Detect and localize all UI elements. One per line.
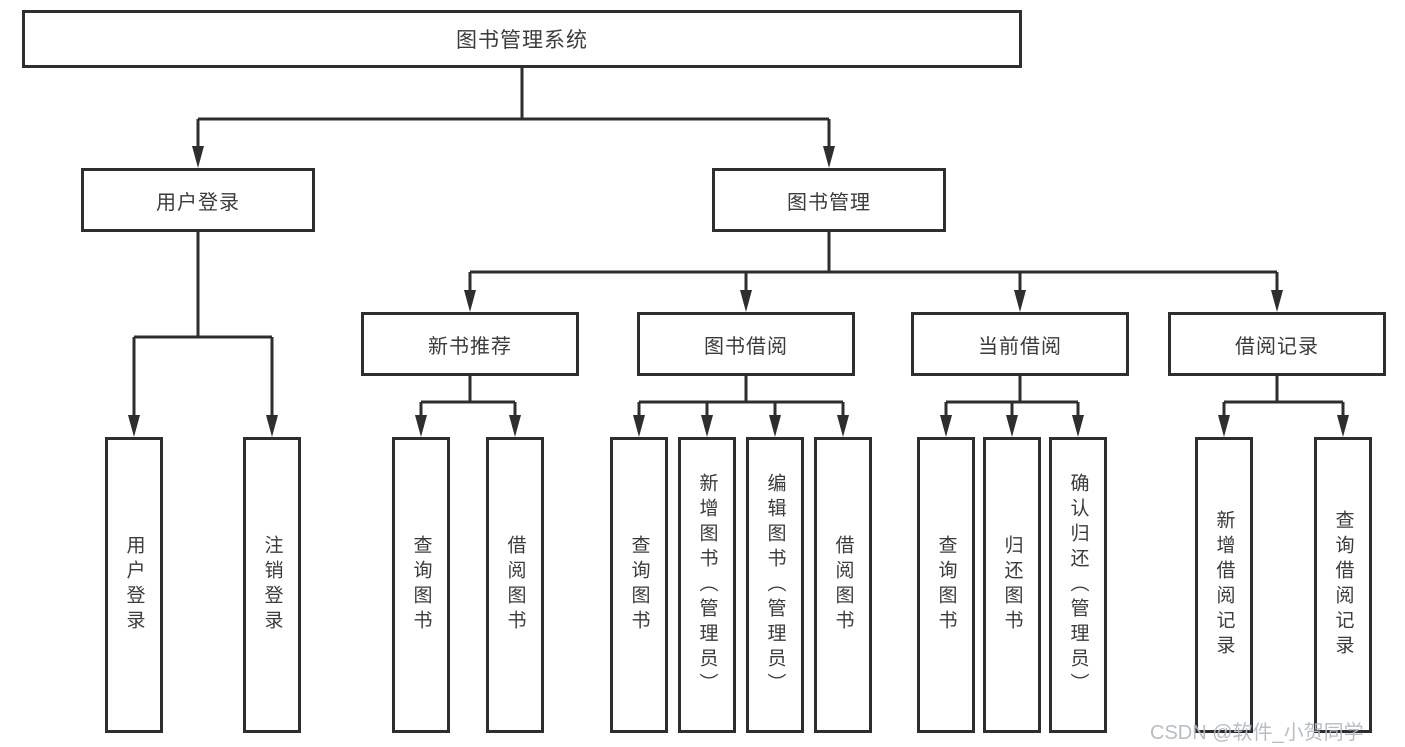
- node-book-management: 图书管理: [712, 168, 946, 232]
- node-current-borrowing: 当前借阅: [911, 312, 1129, 376]
- csdn-watermark: CSDN @软件_小贺同学: [1150, 722, 1364, 744]
- leaf-current-query-books: 查询图书: [917, 437, 975, 733]
- leaf-borrowing-edit-books-admin: 编辑图书（管理员）: [746, 437, 804, 733]
- leaf-logout: 注销登录: [243, 437, 301, 733]
- leaf-records-add-record: 新增借阅记录: [1195, 437, 1253, 733]
- leaf-user-login: 用户登录: [105, 437, 163, 733]
- leaf-records-query-record: 查询借阅记录: [1314, 437, 1372, 733]
- leaf-borrowing-borrow-books: 借阅图书: [814, 437, 872, 733]
- node-new-book-recommend: 新书推荐: [361, 312, 579, 376]
- leaf-recommend-query-books: 查询图书: [392, 437, 450, 733]
- leaf-borrowing-query-books: 查询图书: [610, 437, 668, 733]
- node-user-login: 用户登录: [81, 168, 315, 232]
- leaf-borrowing-add-books-admin: 新增图书（管理员）: [678, 437, 736, 733]
- leaf-recommend-borrow-books: 借阅图书: [486, 437, 544, 733]
- leaf-current-return-books: 归还图书: [983, 437, 1041, 733]
- node-book-borrowing: 图书借阅: [637, 312, 855, 376]
- node-root-system: 图书管理系统: [22, 10, 1022, 68]
- node-borrow-records: 借阅记录: [1168, 312, 1386, 376]
- leaf-current-confirm-return-admin: 确认归还（管理员）: [1049, 437, 1107, 733]
